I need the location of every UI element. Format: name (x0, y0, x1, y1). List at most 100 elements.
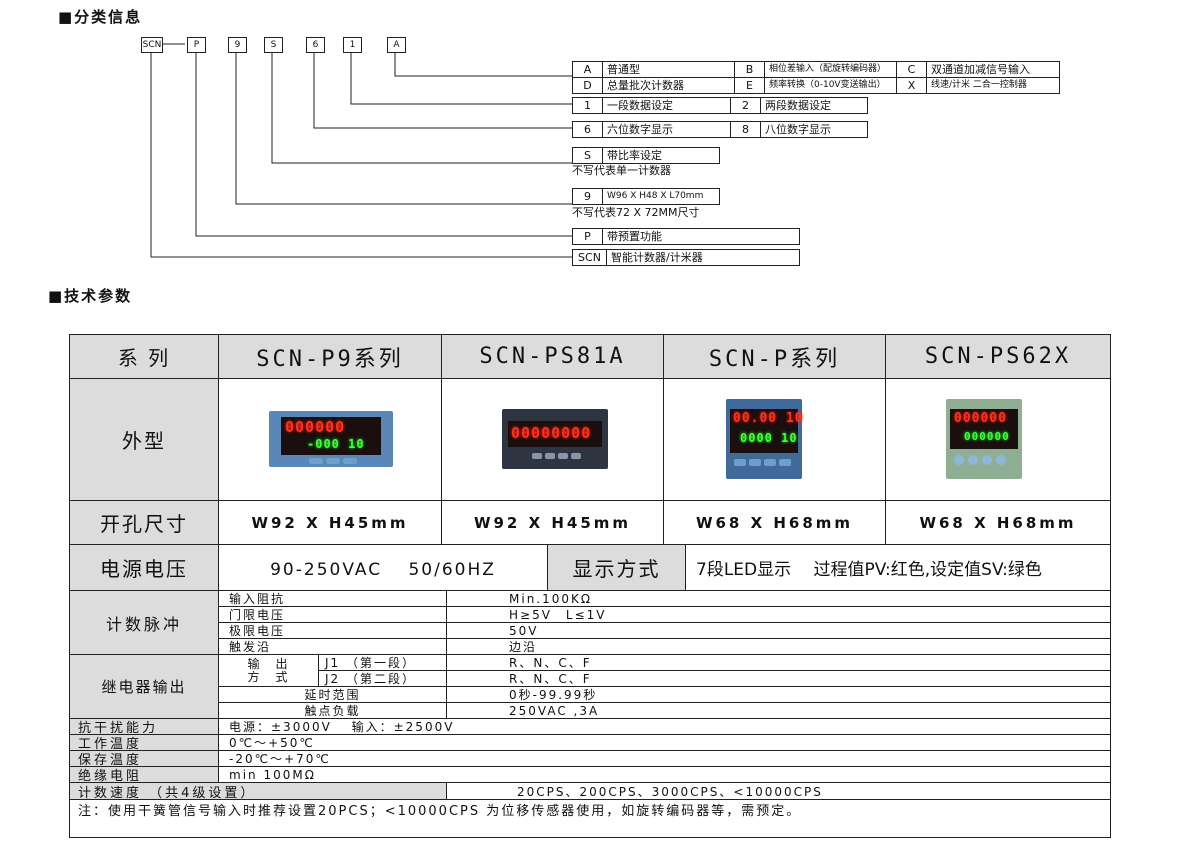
relay-mode-line2: 方 式 (247, 669, 290, 684)
pv-readout: 00.00 10 (733, 411, 804, 426)
appearance-label: 外型 (70, 379, 219, 501)
device-display: 00000000 (508, 421, 602, 447)
code-box-a: A (387, 37, 406, 53)
contact-value: 250VAC ,3A (447, 703, 1110, 719)
speed-label: 计数速度 （共4级设置） (70, 783, 447, 800)
option-value: 带预置功能 (607, 230, 662, 243)
model-2: SCN-PS81A (442, 335, 664, 379)
power-value: 90-250VAC 50/60HZ (219, 545, 548, 591)
cutout-4: W68 X H68mm (886, 501, 1110, 545)
option-value: 一段数据设定 (603, 98, 731, 113)
pulse-value: H≥5V L≤1V (447, 607, 1110, 623)
power-label: 电源电压 (70, 545, 219, 591)
pulse-value: 50V (447, 623, 1110, 639)
pulse-value: Min.100KΩ (447, 591, 1110, 607)
option-key: S (573, 148, 603, 163)
code-box-1: 1 (343, 37, 362, 53)
pulse-key: 门限电压 (219, 607, 447, 623)
noise-value: 电源：±3000V 输入：±2500V (219, 719, 1110, 735)
code-box-6: 6 (306, 37, 325, 53)
code-box-s: S (264, 37, 283, 53)
option-key: 8 (731, 122, 761, 137)
option-key: P (573, 229, 603, 244)
device-display: 000000 -000 10 (281, 417, 381, 455)
option-value: 八位数字显示 (765, 123, 831, 136)
relay-j2-value: R、N、C、F (447, 671, 1110, 687)
option-key: 2 (731, 98, 761, 113)
display-label: 显示方式 (548, 545, 686, 591)
option-key: 6 (573, 122, 603, 137)
pv-readout: 00000000 (511, 424, 592, 442)
pulse-value: 边沿 (447, 639, 1110, 655)
classification-title: ■分类信息 (58, 8, 143, 26)
sv-readout: 0000 10 (740, 431, 798, 445)
option-value: 六位数字显示 (603, 122, 731, 137)
model-1: SCN-P9系列 (219, 335, 442, 379)
model-4: SCN-PS62X (886, 335, 1110, 379)
code-box-scn: SCN (141, 37, 163, 53)
device-body: 000000 -000 10 (269, 411, 393, 467)
code-connector-lines (150, 43, 572, 258)
device-image-2: 00000000 (442, 379, 664, 501)
device-image-4: 000000 000000 (886, 379, 1110, 501)
option-key: C (897, 62, 927, 77)
specs-title: ■技术参数 (48, 287, 133, 305)
option-row-scn: SCN 智能计数器/计米器 (572, 249, 800, 266)
relay-j1-value: R、N、C、F (447, 655, 1110, 671)
noise-label: 抗干扰能力 (70, 719, 219, 735)
relay-j2: J2 （第二段） (319, 671, 447, 687)
option-key: D (573, 78, 603, 93)
delay-value: 0秒-99.99秒 (447, 687, 1110, 703)
speed-value: 20CPS、200CPS、3000CPS、<10000CPS (447, 783, 1110, 800)
option-value: 线速/计米 二合一控制器 (931, 80, 1027, 90)
sttemp-label: 保存温度 (70, 751, 219, 767)
cutout-label: 开孔尺寸 (70, 501, 219, 545)
option-value: 智能计数器/计米器 (611, 251, 703, 264)
relay-mode-line1: 输 出 (247, 656, 290, 671)
pv-readout: 000000 (954, 411, 1007, 426)
relay-mode-label: 输 出 方 式 (219, 655, 319, 687)
cutout-2: W92 X H45mm (442, 501, 664, 545)
model-3: SCN-P系列 (664, 335, 886, 379)
relay-label: 继电器输出 (70, 655, 219, 719)
device-image-3: 00.00 10 0000 10 (664, 379, 886, 501)
option-value: 相位差输入（配旋转编码器） (765, 62, 897, 77)
pulse-label: 计数脉冲 (70, 591, 219, 655)
relay-j1: J1 （第一段） (319, 655, 447, 671)
option-key: A (573, 62, 603, 77)
code-box-9: 9 (228, 37, 247, 53)
option-row-p: P 带预置功能 (572, 228, 800, 245)
option-key: X (897, 78, 927, 93)
device-buttons (309, 458, 357, 464)
option-value: W96 X H48 X L70mm (607, 191, 704, 201)
option-row-6: 6 六位数字显示 8 八位数字显示 (572, 121, 868, 138)
contact-label: 触点负载 (219, 703, 447, 719)
device-buttons (734, 459, 791, 466)
device-body: 00.00 10 0000 10 (726, 399, 804, 479)
pv-readout: 000000 (285, 418, 346, 436)
option-key: 1 (573, 98, 603, 113)
option-key: E (735, 78, 765, 93)
device-body: 00000000 (502, 409, 608, 469)
device-body: 000000 000000 (946, 399, 1022, 479)
option-value: 带比率设定 (607, 149, 662, 162)
option-note-s: 不写代表单一计数器 (572, 164, 671, 177)
option-value: 双通道加减信号输入 (931, 63, 1030, 76)
option-row-d: D 总量批次计数器 E 频率转换（0-10V变送输出） X 线速/计米 二合一控… (572, 77, 1060, 94)
table-note: 注：使用干簧管信号输入时推荐设置20PCS；<10000CPS 为位移传感器使用… (78, 804, 802, 819)
sv-readout: -000 10 (307, 437, 365, 451)
option-value: 总量批次计数器 (603, 78, 735, 93)
insulation-value: min 100MΩ (219, 767, 1110, 783)
option-note-9: 不写代表72 X 72MM尺寸 (572, 206, 700, 219)
device-image-1: 000000 -000 10 (219, 379, 442, 501)
option-row-s: S 带比率设定 (572, 147, 720, 164)
option-key: 9 (573, 189, 603, 204)
option-value: 频率转换（0-10V变送输出） (765, 78, 897, 93)
pulse-key: 触发沿 (219, 639, 447, 655)
device-buttons (532, 453, 581, 459)
display-value: 7段LED显示 过程值PV:红色,设定值SV:绿色 (686, 545, 1110, 591)
optemp-value: 0℃～+50℃ (219, 735, 1110, 751)
option-row-1: 1 一段数据设定 2 两段数据设定 (572, 97, 868, 114)
option-key: SCN (573, 250, 607, 265)
device-buttons (954, 455, 1006, 465)
